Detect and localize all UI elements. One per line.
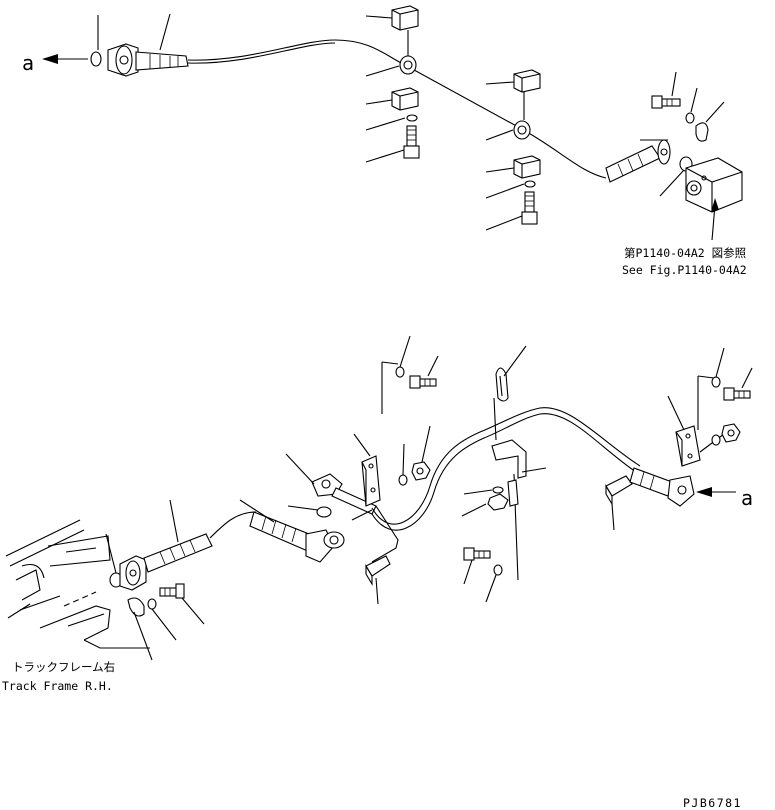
hose-elbow-middle xyxy=(239,499,345,563)
o-ring-middle xyxy=(316,506,332,518)
reference-note-ja: 第P1140-04A2 図参照 xyxy=(624,246,746,260)
tube-top xyxy=(187,39,607,179)
track-frame-label-en: Track Frame R.H. xyxy=(2,679,113,693)
valve-block xyxy=(685,157,743,241)
clip-top-center xyxy=(493,345,527,441)
tube-bottom-left xyxy=(209,511,257,539)
hose-top-left xyxy=(135,51,189,71)
track-frame-outline xyxy=(5,519,150,649)
clamp-group-upper-1 xyxy=(365,5,420,163)
bracket-center xyxy=(461,439,547,603)
arrow-a-bottom-label: a xyxy=(741,486,753,510)
clip-middle-lower xyxy=(365,555,391,605)
clamp-group-upper-2 xyxy=(485,69,541,231)
arrow-a-top: a xyxy=(22,51,88,75)
hose-top-right xyxy=(605,139,671,183)
hose-bottom-left xyxy=(143,499,213,573)
drawing-code: PJB6781 xyxy=(683,796,742,810)
clip-right xyxy=(605,475,633,531)
track-frame-label-ja: トラックフレーム右 xyxy=(12,660,115,674)
tube-bottom-main xyxy=(371,407,641,525)
arrow-a-bottom: a xyxy=(696,486,753,510)
flange-bottom-left xyxy=(119,555,147,591)
bracket-middle-left xyxy=(351,335,439,563)
reference-note-en: See Fig.P1140-04A2 xyxy=(622,263,747,277)
top-assembly: a xyxy=(22,5,747,277)
fastener-set-top-right xyxy=(651,71,725,197)
arrow-a-top-label: a xyxy=(22,51,34,75)
hose-bottom-right xyxy=(629,467,695,507)
o-ring-top-left xyxy=(90,51,102,67)
split-flange-bottom-left xyxy=(127,583,205,661)
flange-top-left xyxy=(107,43,139,77)
bracket-right xyxy=(667,347,753,467)
bottom-assembly: トラックフレーム右 Track Frame R.H. xyxy=(2,335,753,693)
